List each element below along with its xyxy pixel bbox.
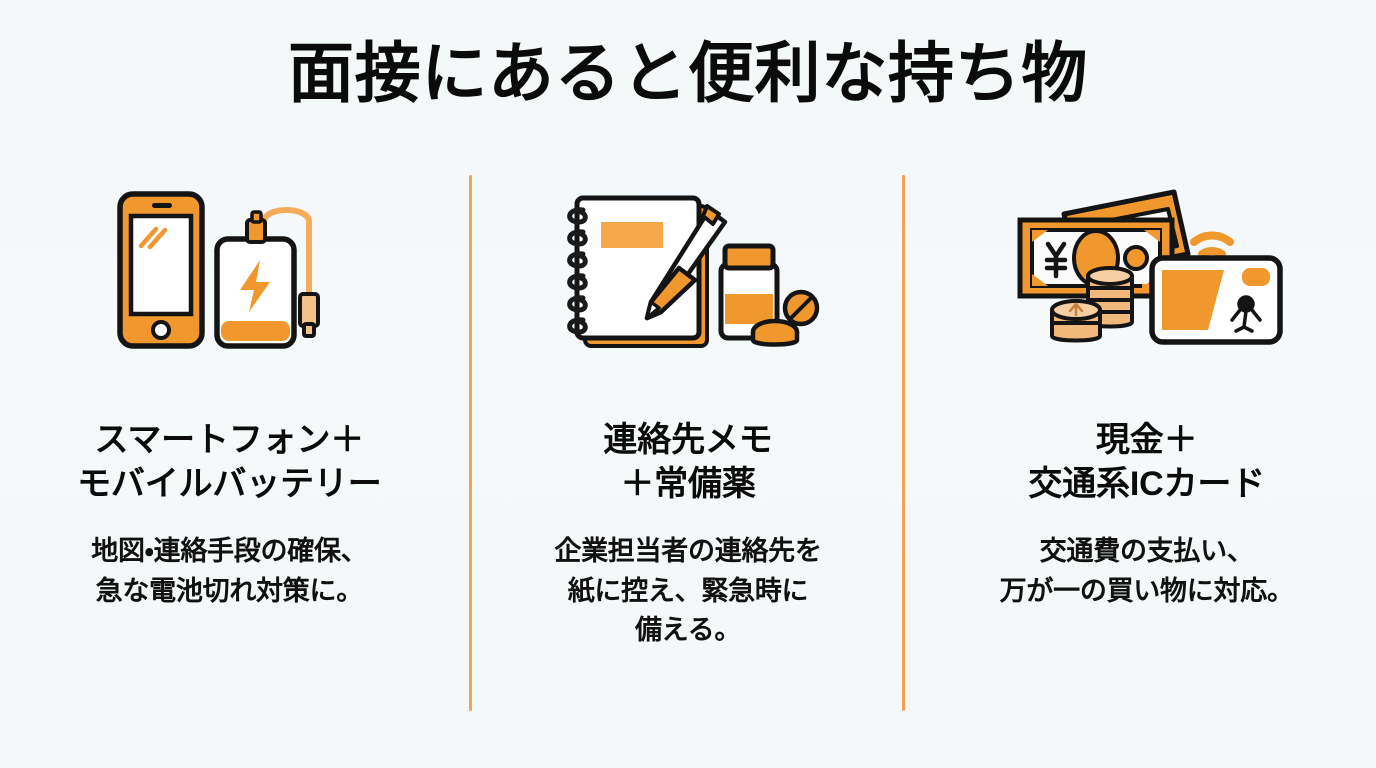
notebook-pen-and-medicine-icon bbox=[477, 174, 900, 374]
column-heading: 連絡先メモ ＋常備薬 bbox=[603, 421, 773, 504]
column-divider-2 bbox=[902, 175, 905, 711]
column-divider-1 bbox=[469, 175, 472, 711]
column-contact-memo: 連絡先メモ ＋常備薬 企業担当者の連絡先を 紙に控え、緊急時に 備える。 bbox=[459, 170, 918, 726]
cash-coins-and-ic-card-icon bbox=[935, 174, 1358, 374]
smartphone-and-power-bank-icon bbox=[18, 174, 441, 374]
columns-container: スマートフォン＋ モバイルバッテリー 地図・連絡手段の確保、 急な電池切れ対策に… bbox=[0, 170, 1376, 726]
page-title: 面接にあると便利な持ち物 bbox=[288, 36, 1088, 110]
column-body: 交通費の支払い、 万が一の買い物に対応。 bbox=[999, 536, 1294, 606]
column-body: 地図・連絡手段の確保、 急な電池切れ対策に。 bbox=[91, 536, 368, 606]
column-smartphone: スマートフォン＋ モバイルバッテリー 地図・連絡手段の確保、 急な電池切れ対策に… bbox=[0, 170, 459, 726]
column-cash-ic-card: 現金＋ 交通系ICカード 交通費の支払い、 万が一の買い物に対応。 bbox=[917, 170, 1376, 726]
column-body: 企業担当者の連絡先を 紙に控え、緊急時に 備える。 bbox=[554, 536, 822, 645]
column-heading: スマートフォン＋ モバイルバッテリー bbox=[77, 421, 382, 504]
column-heading: 現金＋ 交通系ICカード bbox=[1028, 421, 1265, 504]
